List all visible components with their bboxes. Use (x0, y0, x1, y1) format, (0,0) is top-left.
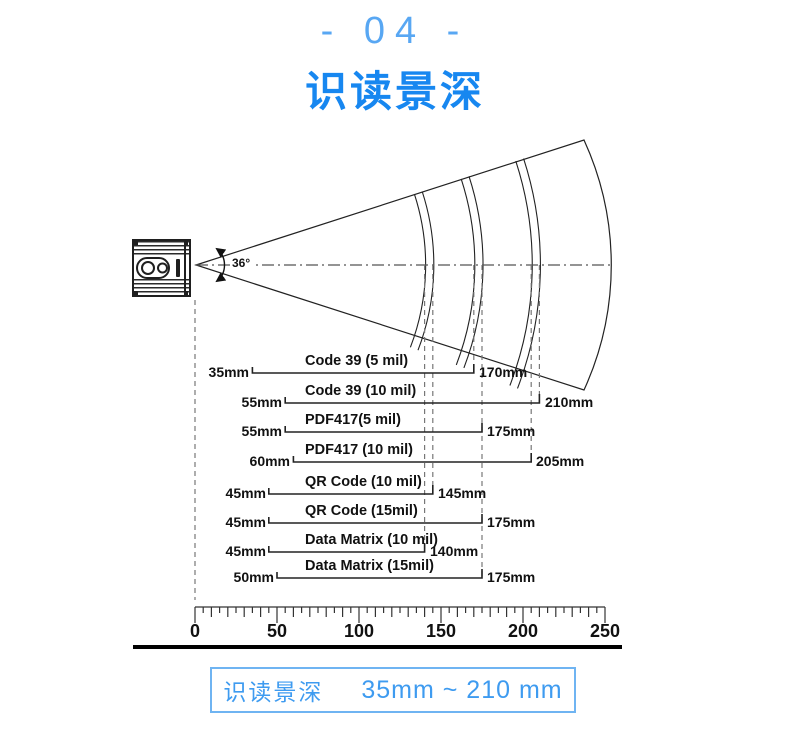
ruler (194, 606, 606, 623)
page-title: 识读景深 (304, 68, 485, 115)
cone-edges-and-outer-arc (194, 139, 612, 391)
range-min-label: 45mm (225, 543, 266, 559)
ruler-label-0: 0 (189, 621, 200, 641)
section-number: - 04 - (320, 10, 470, 52)
bracket-corner (184, 291, 188, 295)
device-front-bracket (184, 242, 186, 294)
symbology-label: Data Matrix (10 mil) (305, 532, 438, 548)
range-line-datamatrix-10mil (268, 543, 426, 553)
device-front-panel (134, 257, 189, 279)
scan-cone (194, 139, 612, 391)
range-max-label: 175mm (487, 569, 536, 585)
range-min-label: 60mm (249, 453, 290, 469)
symbology-label: Code 39 (5 mil) (305, 353, 409, 369)
ruler-ticks (194, 607, 606, 623)
range-line-code39-5mil (251, 364, 475, 374)
camera-lens-icon (141, 261, 155, 275)
range-lines (251, 364, 541, 579)
ruler-label-150: 150 (425, 621, 457, 641)
range-min-label: 55mm (241, 423, 282, 439)
range-min-label: 50mm (233, 569, 274, 585)
range-max-label: 205mm (536, 453, 585, 469)
range-line-pdf417-5mil (284, 423, 483, 433)
band-arc-170 (455, 178, 476, 366)
range-line-datamatrix-15mil (276, 569, 483, 579)
scanner-device-illustration (132, 239, 191, 297)
range-max-label: 175mm (487, 514, 536, 530)
range-min-label: 55mm (241, 394, 282, 410)
band-arc-205 (509, 160, 533, 386)
symbology-label: Code 39 (10 mil) (305, 383, 417, 399)
beam-angle-label: 36° (230, 256, 253, 270)
summary-label: 识读景深 (223, 679, 324, 705)
device-corner (134, 241, 138, 245)
base-line (133, 645, 622, 649)
range-min-label: 45mm (225, 485, 266, 501)
aimer-lens-icon (157, 262, 168, 274)
ruler-label-50: 50 (266, 621, 288, 641)
symbology-label: PDF417 (10 mil) (305, 442, 413, 458)
symbology-label: Data Matrix (15mil) (305, 558, 434, 574)
range-max-label: 210mm (545, 394, 594, 410)
device-heatsink-fins-bottom (134, 279, 189, 295)
projection-dashed-lines (194, 265, 541, 600)
range-max-label: 145mm (438, 485, 487, 501)
symbology-label: QR Code (15mil) (305, 503, 418, 519)
ruler-label-200: 200 (507, 621, 539, 641)
range-line-pdf417-10mil (292, 453, 532, 463)
lens-window (136, 257, 170, 279)
range-max-label: 170mm (479, 364, 528, 380)
range-max-label: 140mm (430, 543, 479, 559)
range-line-qrcode-15mil (268, 514, 483, 524)
device-corner (134, 291, 138, 295)
band-arc-175 (463, 176, 484, 369)
device-indicator-bar (176, 259, 180, 277)
symbology-label: QR Code (10 mil) (305, 474, 422, 490)
band-arc-145 (417, 191, 435, 351)
range-min-label: 45mm (225, 514, 266, 530)
band-arc-140 (409, 193, 427, 348)
symbology-label: PDF417(5 mil) (305, 412, 401, 428)
bracket-corner (184, 241, 188, 245)
depth-of-field-summary-box: 识读景深 35mm ~ 210 mm (210, 667, 576, 713)
device-heatsink-fins-top (134, 241, 189, 257)
ruler-label-100: 100 (343, 621, 375, 641)
range-line-qrcode-10mil (268, 485, 434, 495)
beam-angle-arrow (215, 247, 227, 283)
range-line-code39-10mil (284, 394, 541, 404)
summary-range-value: 35mm ~ 210 mm (361, 675, 563, 704)
ruler-label-250: 250 (589, 621, 621, 641)
band-arc-210 (516, 158, 541, 389)
range-max-label: 175mm (487, 423, 536, 439)
range-min-label: 35mm (208, 364, 249, 380)
